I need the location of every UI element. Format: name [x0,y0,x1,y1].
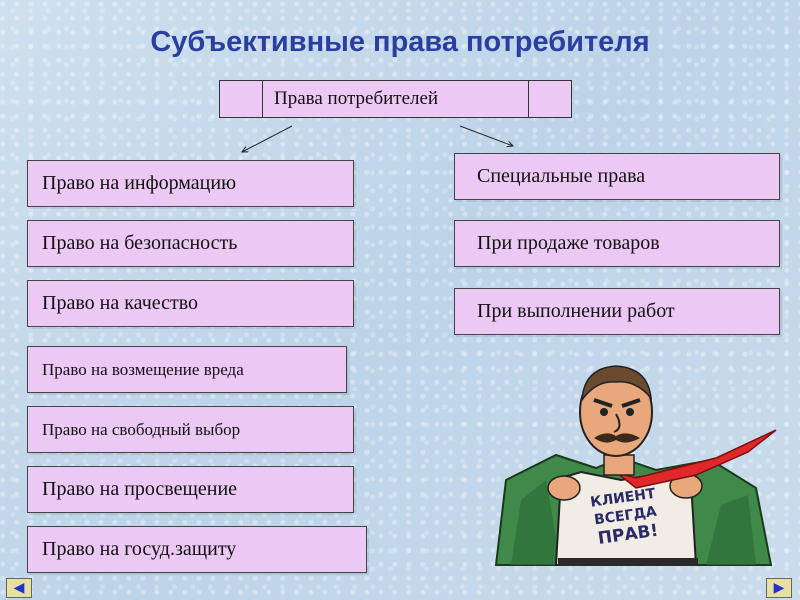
right-item-special-rights[interactable]: Специальные права [454,153,780,200]
right-item-works[interactable]: При выполнении работ [454,288,780,335]
left-item-free-choice[interactable]: Право на свободный выбор [27,406,354,453]
arrow-right [459,125,513,146]
next-slide-button[interactable]: ▶ [766,578,792,598]
left-item-compensation[interactable]: Право на возмещение вреда [27,346,347,393]
left-item-education[interactable]: Право на просвещение [27,466,354,513]
header-left-cell [220,81,263,117]
header-box: Права потребителей [219,80,572,118]
right-item-goods-sale[interactable]: При продаже товаров [454,220,780,267]
left-item-state-protection[interactable]: Право на госуд.защиту [27,526,367,573]
cartoon-businessman-illustration: КЛИЕНТ ВСЕГДА ПРАВ! [494,365,777,566]
header-label: Права потребителей [274,88,439,109]
left-item-quality[interactable]: Право на качество [27,280,354,327]
left-item-safety[interactable]: Право на безопасность [27,220,354,267]
page-title: Субъективные права потребителя [150,26,650,58]
header-right-cell [528,81,571,117]
prev-slide-button[interactable]: ◀ [6,578,32,598]
arrow-left [242,125,293,152]
triangle-right-icon: ▶ [773,580,785,596]
triangle-left-icon: ◀ [13,580,25,596]
left-item-information[interactable]: Право на информацию [27,160,354,207]
